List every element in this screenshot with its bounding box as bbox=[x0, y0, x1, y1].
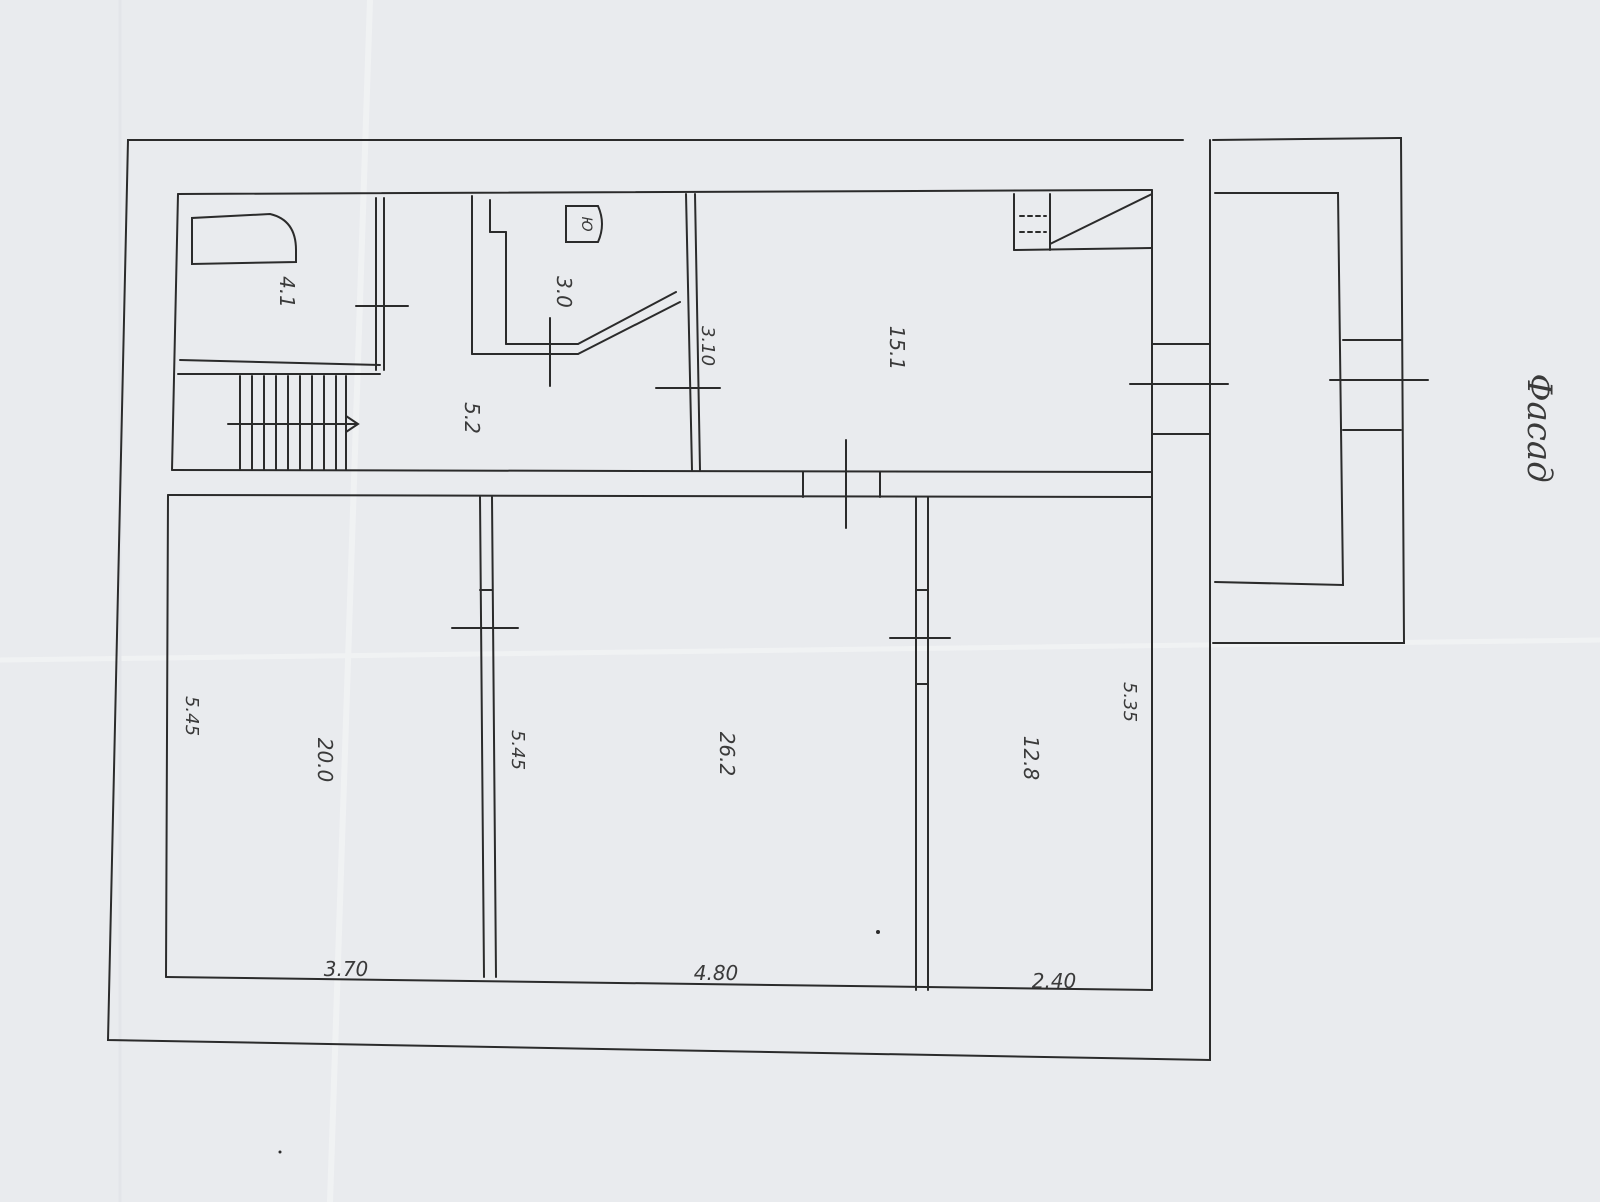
dim-left-height: 5.45 bbox=[181, 696, 202, 736]
ink-dot bbox=[278, 1150, 282, 1154]
room-area-wc: 3.0 bbox=[552, 276, 576, 308]
room-area-left: 20.0 bbox=[313, 738, 337, 783]
room-area-right: 12.8 bbox=[1019, 736, 1043, 781]
plan-lines bbox=[106, 136, 1429, 1062]
dim-middle-width: 4.80 bbox=[694, 961, 739, 985]
outer-boundary bbox=[106, 139, 1211, 1062]
toilet-tag: Ю bbox=[578, 216, 594, 231]
dim-right-width: 2.40 bbox=[1032, 969, 1077, 993]
facade-label: Фасад bbox=[1519, 373, 1559, 482]
ink-dot bbox=[876, 930, 880, 934]
room-area-bath: 4.1 bbox=[275, 276, 299, 308]
dimension-labels: 3.10 5.45 5.45 5.35 3.70 4.80 2.40 Ю bbox=[181, 216, 1140, 993]
stairs-icon bbox=[227, 375, 360, 471]
dim-left-width: 3.70 bbox=[324, 957, 369, 981]
toilet-icon bbox=[565, 205, 603, 243]
room-labels: 4.1 3.0 5.2 15.1 20.0 26.2 12.8 bbox=[275, 276, 1043, 782]
dim-middle-height: 5.45 bbox=[507, 730, 528, 770]
room-area-middle: 26.2 bbox=[715, 732, 739, 777]
stove-icon bbox=[1013, 193, 1153, 251]
room-area-kitchen: 15.1 bbox=[885, 326, 909, 371]
porch-outline bbox=[1212, 136, 1406, 644]
bathtub-icon bbox=[191, 212, 297, 266]
dim-kitchen-wall: 3.10 bbox=[697, 326, 718, 366]
dim-right-height: 5.35 bbox=[1119, 682, 1140, 722]
room-area-hall: 5.2 bbox=[460, 402, 484, 434]
